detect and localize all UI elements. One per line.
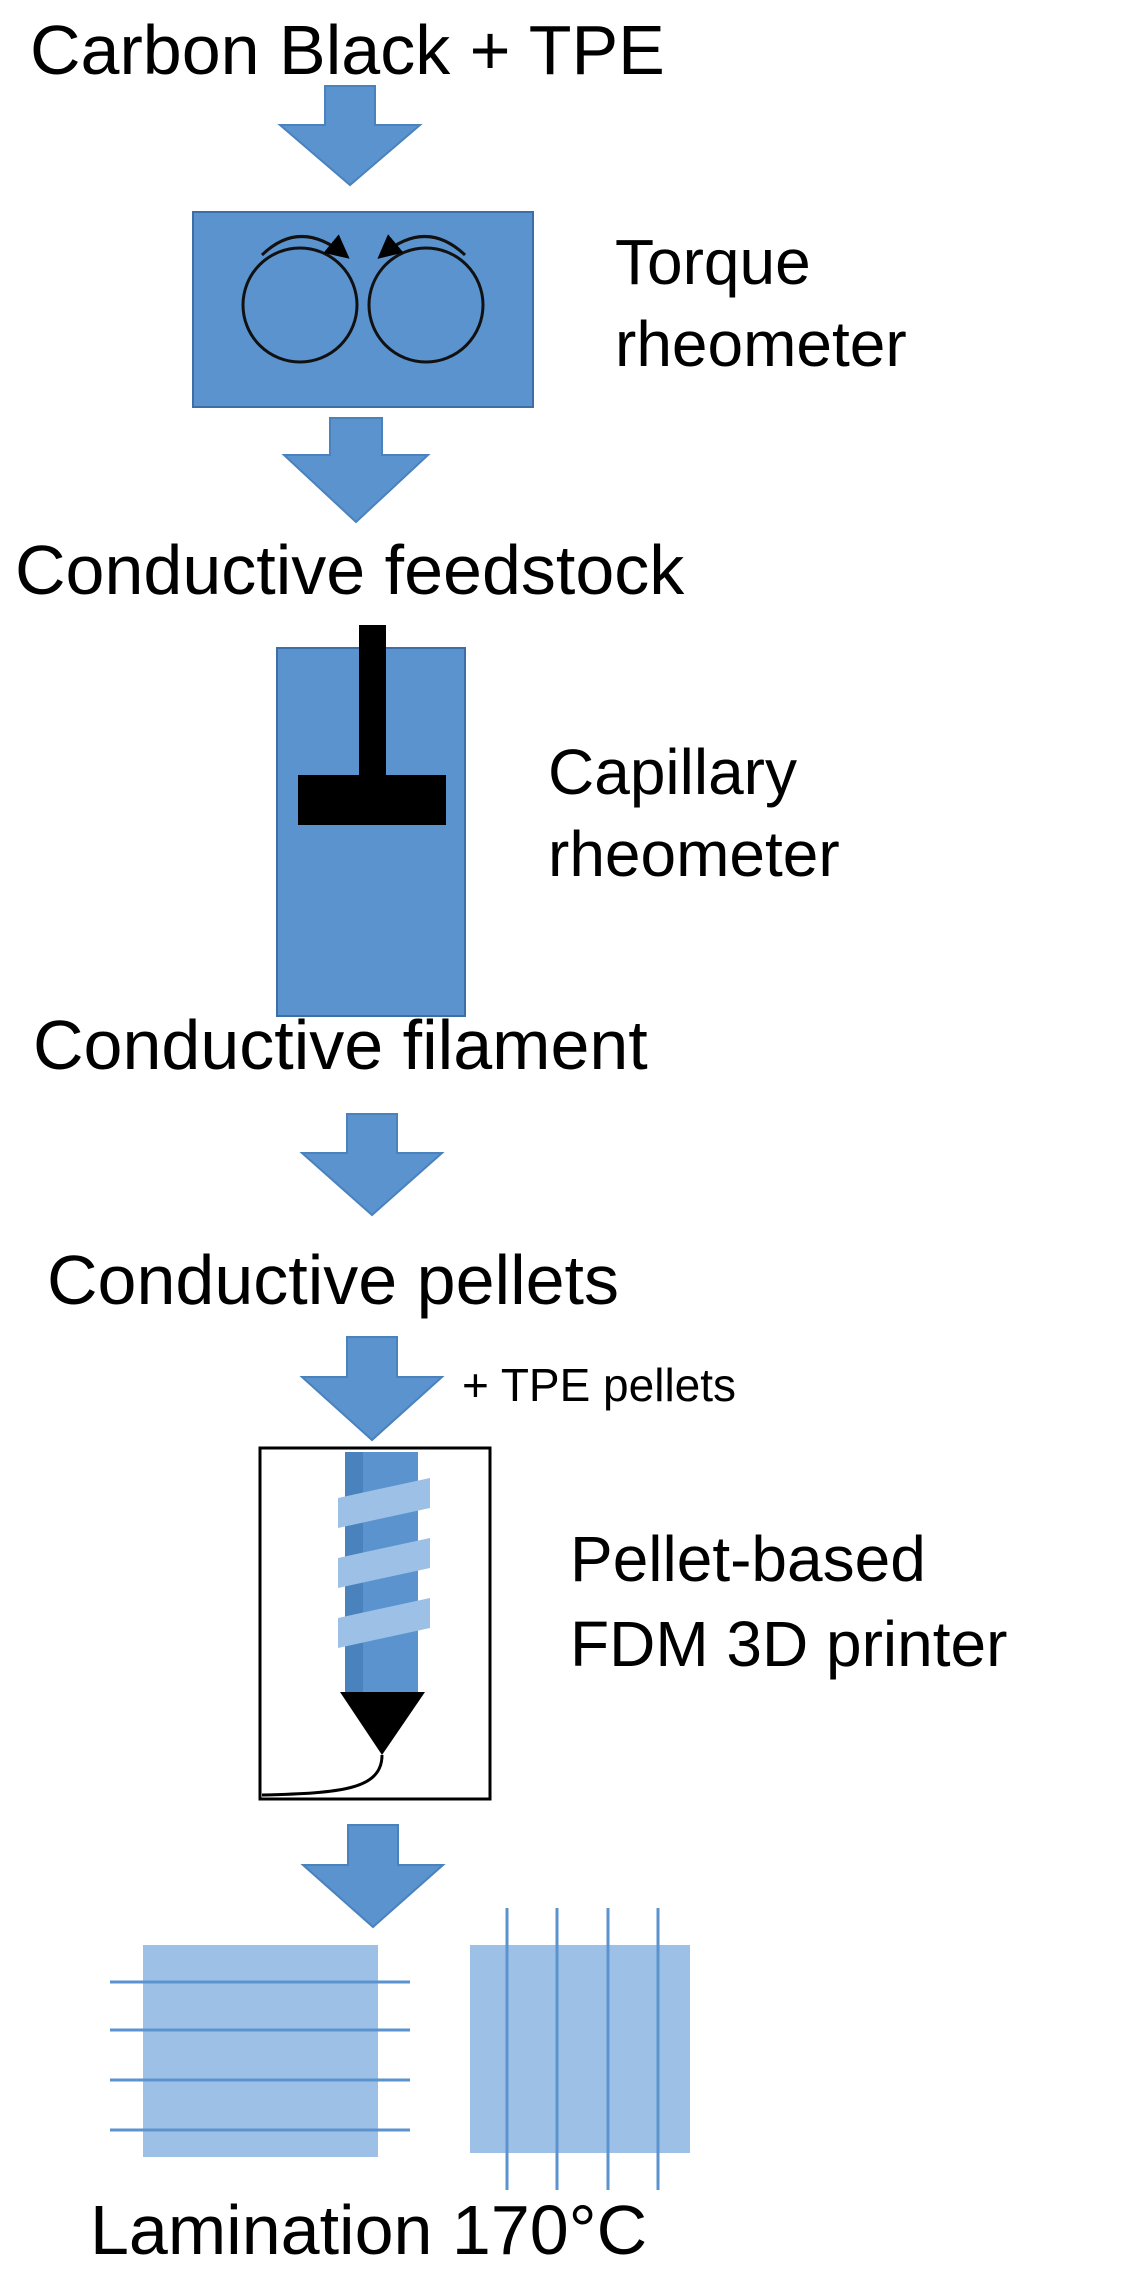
printed-strand bbox=[261, 1754, 384, 1797]
lamination-sample-horizontal bbox=[110, 1945, 410, 2157]
label-capillary-line1: Capillary bbox=[548, 736, 797, 808]
piston-icon bbox=[298, 625, 446, 825]
label-lamination: Lamination 170°C bbox=[90, 2191, 648, 2269]
label-printer-line2: FDM 3D printer bbox=[570, 1608, 1008, 1680]
label-torque-line1: Torque bbox=[615, 226, 811, 298]
label-filament: Conductive filament bbox=[33, 1006, 648, 1084]
label-pellets: Conductive pellets bbox=[47, 1241, 619, 1319]
screw-icon bbox=[338, 1452, 430, 1692]
label-feedstock: Conductive feedstock bbox=[15, 531, 685, 609]
label-torque-line2: rheometer bbox=[615, 308, 907, 380]
down-arrow-icon bbox=[300, 1824, 446, 1929]
label-input: Carbon Black + TPE bbox=[30, 11, 665, 89]
lamination-sample-vertical bbox=[470, 1908, 690, 2190]
down-arrow-icon bbox=[277, 85, 423, 187]
label-additive: + TPE pellets bbox=[462, 1359, 737, 1411]
nozzle-icon bbox=[340, 1692, 425, 1755]
down-arrow-icon bbox=[281, 417, 431, 524]
down-arrow-icon bbox=[299, 1336, 445, 1442]
label-capillary-line2: rheometer bbox=[548, 818, 840, 890]
down-arrow-icon bbox=[299, 1113, 445, 1217]
roller-icon bbox=[241, 234, 485, 364]
torque-rheometer-box bbox=[192, 211, 534, 408]
label-printer-line1: Pellet-based bbox=[570, 1523, 926, 1595]
